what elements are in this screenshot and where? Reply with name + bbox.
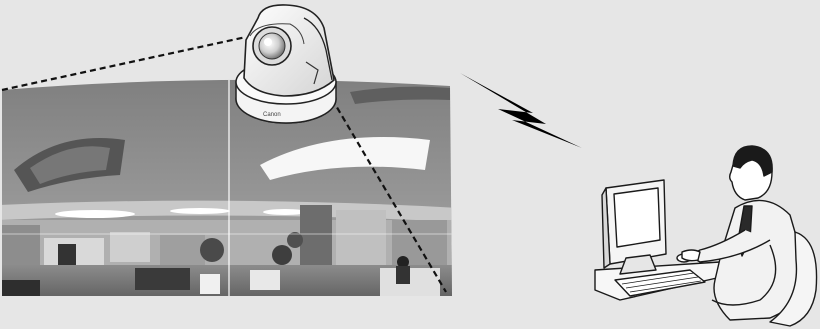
person-at-computer-icon xyxy=(595,146,817,326)
camera-brand-label: Canon xyxy=(263,112,281,118)
lightning-bolt-icon xyxy=(460,73,582,148)
ptz-network-camera-icon: Canon xyxy=(236,5,336,123)
panoramic-office-image xyxy=(0,70,460,305)
